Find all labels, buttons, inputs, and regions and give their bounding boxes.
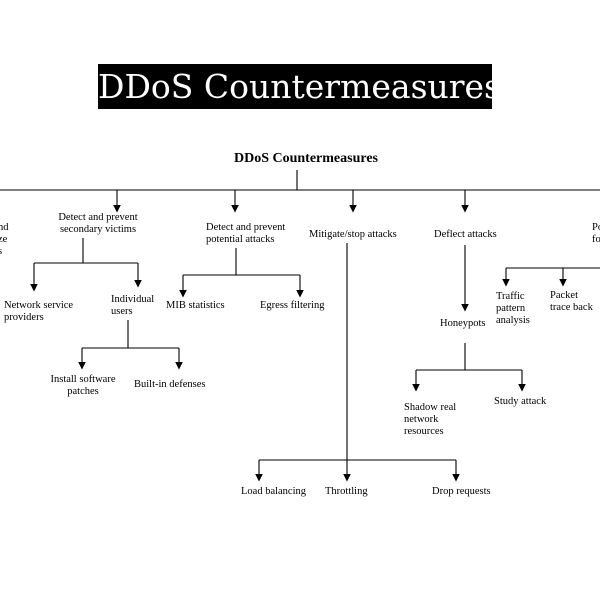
node-builtin-defenses: Built-in defenses [134, 379, 206, 390]
node-study-attack: Study attack [494, 396, 547, 407]
node-drop-requests: Drop requests [432, 486, 491, 497]
node-packet-trace: Packet trace back [550, 290, 593, 313]
node-install-patches: Install software patches [50, 374, 116, 397]
node-mib-statistics: MIB statistics [166, 300, 225, 311]
node-throttling: Throttling [325, 486, 368, 497]
node-right-cut: Po fo [592, 222, 600, 245]
node-mitigate: Mitigate/stop attacks [309, 229, 397, 240]
node-egress-filtering: Egress filtering [260, 300, 325, 311]
root-node-label: DDoS Countermeasures [233, 151, 378, 166]
node-network-service-providers: Network service providers [4, 300, 74, 323]
node-shadow-resources: Shadow real network resources [404, 402, 457, 437]
node-load-balancing: Load balancing [241, 486, 307, 497]
node-honeypots: Honeypots [440, 318, 486, 329]
node-left-cut-2: ze [0, 234, 8, 245]
node-left-cut-1: nd [0, 222, 9, 233]
node-traffic-pattern: Traffic pattern analysis [496, 291, 530, 326]
node-potential-attacks: Detect and prevent potential attacks [206, 222, 286, 245]
node-individual-users: Individual users [111, 294, 155, 317]
node-secondary-victims: Detect and prevent secondary victims [58, 212, 138, 235]
banner-title: DDoS Countermeasures [98, 64, 501, 109]
node-left-cut-3: s [0, 246, 3, 257]
node-deflect: Deflect attacks [434, 229, 497, 240]
